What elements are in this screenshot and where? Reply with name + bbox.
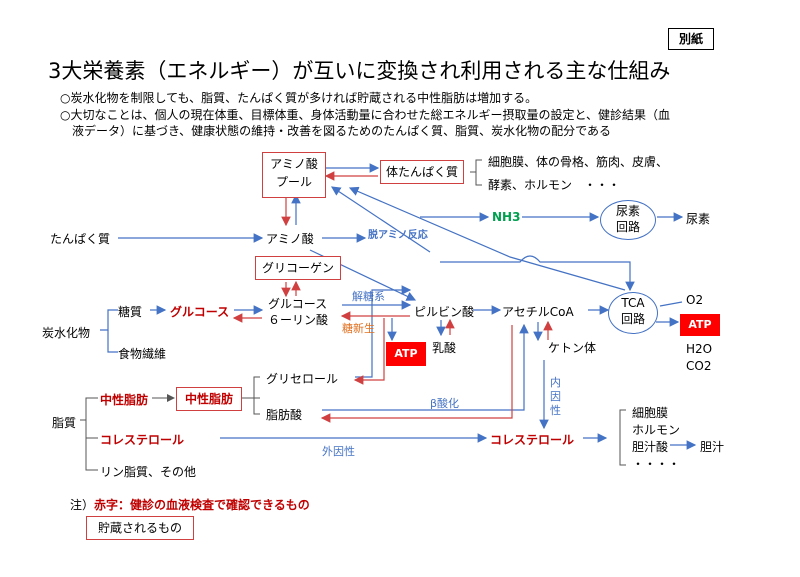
legend-red-note: 注）赤字：健診の血液検査で確認できるもの bbox=[70, 496, 310, 513]
protein-label: たんぱく質 bbox=[50, 232, 111, 246]
acetyl-coa-label: アセチルCoA bbox=[502, 305, 574, 319]
note-line-1: ○炭水化物を制限しても、脂質、たんぱく質が多ければ貯蔵される中性脂肪は増加する。 bbox=[60, 91, 538, 105]
urea-cycle-line-1: 尿素 bbox=[615, 204, 640, 218]
cholesterol-label: コレステロール bbox=[100, 433, 185, 447]
endogenous-label: 内 因 性 bbox=[550, 376, 561, 418]
beta-oxidation-label: β酸化 bbox=[430, 397, 460, 410]
tca-cycle-circle: TCA 回路 bbox=[608, 292, 658, 334]
glycerol-label: グリセロール bbox=[266, 372, 339, 386]
o2-label: O2 bbox=[686, 293, 704, 307]
separate-sheet-badge: 別紙 bbox=[668, 28, 714, 50]
body-protein-uses-2: 酵素、ホルモン ・・・ bbox=[488, 178, 621, 192]
g6p-label: グルコース ６ーリン酸 bbox=[268, 296, 328, 328]
tca-line-2: 回路 bbox=[620, 312, 645, 326]
g6p-line-2: ６ーリン酸 bbox=[268, 313, 329, 327]
deamination-label: 脱アミノ反応 bbox=[368, 230, 428, 241]
co2-label: CO2 bbox=[686, 359, 712, 373]
bile-label: 胆汁 bbox=[700, 440, 725, 454]
cholesterol-uses-3: 胆汁酸 bbox=[632, 440, 669, 454]
cholesterol-endogenous-label: コレステロール bbox=[490, 433, 575, 447]
urea-cycle-circle: 尿素 回路 bbox=[600, 200, 656, 240]
tca-line-1: TCA bbox=[621, 296, 645, 310]
atp-glycolysis: ATP bbox=[386, 342, 426, 366]
cholesterol-uses-2: ホルモン bbox=[632, 423, 681, 437]
glycolysis-label: 解糖系 bbox=[352, 290, 385, 303]
lipid-label: 脂質 bbox=[52, 416, 77, 430]
glucose-label: グルコース bbox=[170, 305, 230, 319]
endogenous-char-2: 因 bbox=[550, 390, 561, 403]
cholesterol-uses-4: ・・・・ bbox=[632, 457, 681, 471]
endogenous-char-1: 内 bbox=[550, 376, 561, 389]
sugar-label: 糖質 bbox=[118, 305, 143, 319]
legend-stored-box: 貯蔵されるもの bbox=[86, 516, 194, 540]
legend-red-text: 赤字：健診の血液検査で確認できるもの bbox=[94, 498, 310, 512]
urea-label: 尿素 bbox=[686, 212, 711, 226]
note-line-2: ○大切なことは、個人の現在体重、目標体重、身体活動量に合わせた総エネルギー摂取量… bbox=[60, 108, 670, 122]
g6p-line-1: グルコース bbox=[268, 297, 328, 311]
gluconeogenesis-label: 糖新生 bbox=[342, 322, 375, 335]
carbohydrate-label: 炭水化物 bbox=[42, 326, 91, 340]
amino-acid-pool-box: アミノ酸 プール bbox=[262, 152, 326, 198]
body-protein-uses-1: 細胞膜、体の骨格、筋肉、皮膚、 bbox=[488, 155, 669, 169]
lactate-label: 乳酸 bbox=[432, 341, 457, 355]
note-line-3: 液データ）に基づき、健康状態の維持・改善を図るためのたんぱく質、脂質、炭水化物の… bbox=[72, 124, 612, 138]
exogenous-label: 外因性 bbox=[322, 445, 355, 458]
fiber-label: 食物繊維 bbox=[118, 347, 167, 361]
pyruvate-label: ピルビン酸 bbox=[414, 305, 475, 319]
phospholipid-label: リン脂質、その他 bbox=[100, 465, 197, 479]
neutral-fat-stored-box: 中性脂肪 bbox=[176, 387, 242, 411]
cholesterol-uses-1: 細胞膜 bbox=[632, 406, 669, 420]
amino-pool-line-2: プール bbox=[275, 175, 312, 189]
body-protein-box: 体たんぱく質 bbox=[380, 160, 464, 184]
atp-tca: ATP bbox=[680, 314, 720, 336]
ketone-label: ケトン体 bbox=[548, 341, 597, 355]
amino-pool-line-1: アミノ酸 bbox=[270, 157, 318, 171]
neutral-fat-label: 中性脂肪 bbox=[100, 393, 149, 407]
legend-note-prefix: 注） bbox=[70, 498, 95, 512]
endogenous-char-3: 性 bbox=[550, 404, 561, 417]
h2o-label: H2O bbox=[686, 342, 713, 356]
amino-acid-label: アミノ酸 bbox=[266, 232, 314, 246]
urea-cycle-line-2: 回路 bbox=[615, 220, 640, 234]
nh3-label: NH3 bbox=[492, 210, 521, 224]
glycogen-box: グリコーゲン bbox=[255, 256, 341, 280]
fatty-acid-label: 脂肪酸 bbox=[266, 408, 303, 422]
page-title: 3大栄養素（エネルギー）が互いに変換され利用される主な仕組み bbox=[48, 59, 671, 83]
